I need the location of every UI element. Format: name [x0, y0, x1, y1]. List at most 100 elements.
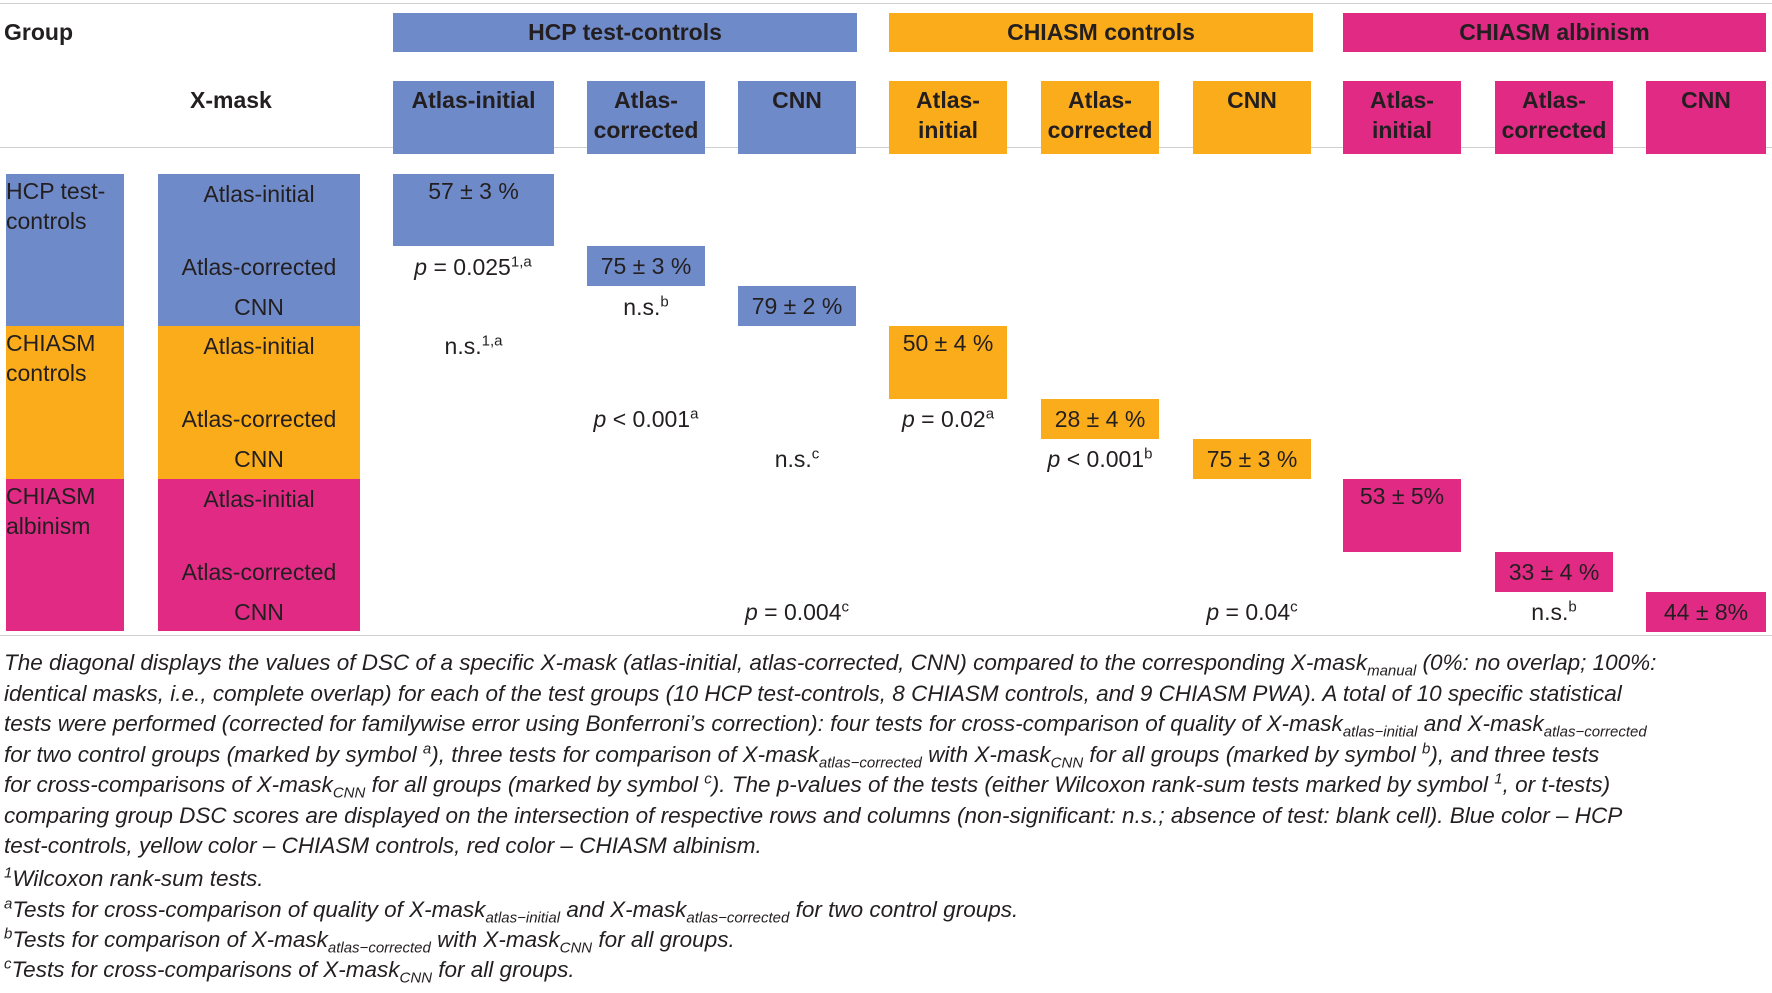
dsc-ch-atlas-corrected: 28 ± 4 %	[1041, 399, 1159, 439]
col-header-label: corrected	[1501, 117, 1607, 143]
p-value: = 0.025	[427, 254, 511, 280]
row-label-alb-cnn: CNN	[234, 599, 284, 625]
row-group-label: CHIASM	[6, 330, 96, 356]
footnote-line: test-controls, yellow color – CHIASM con…	[4, 833, 762, 858]
p-value: n.s.	[623, 294, 661, 320]
pvalue-alb-ac-vs-cnn: n.s.b	[1495, 597, 1613, 627]
row-label-ch-cnn: CNN	[234, 446, 284, 472]
footnote-line: for cross-comparisons of X-maskCNN for a…	[4, 770, 1611, 802]
note-1: 1Wilcoxon rank-sum tests.	[4, 864, 264, 892]
col-header-ch-atlas-initial: Atlas-initial	[889, 81, 1007, 154]
xmask-col-chiasm-albinism	[158, 479, 360, 631]
col-header-label: corrected	[1047, 117, 1153, 143]
row-label-alb-atlas-initial: Atlas-initial	[203, 486, 315, 512]
p-superscript: c	[841, 598, 850, 616]
pvalue-cnn-hcp-vs-alb: p = 0.004c	[712, 597, 882, 627]
p-symbol: p	[744, 599, 758, 625]
row-group-label: CHIASM	[6, 483, 96, 509]
xmask-col-hcp	[158, 174, 360, 326]
note-a: aTests for cross-comparison of quality o…	[4, 895, 1019, 927]
col-header-label: initial	[1371, 117, 1433, 143]
pvalue-cnn-ch-vs-alb: p = 0.04c	[1177, 597, 1327, 627]
footnote-line: The diagonal displays the values of DSC …	[4, 650, 1657, 680]
dsc-alb-atlas-corrected: 33 ± 4 %	[1495, 552, 1613, 592]
col-header-label: corrected	[593, 117, 699, 143]
col-header-alb-atlas-initial: Atlas-initial	[1343, 81, 1461, 154]
row-group-chiasm-controls: CHIASM controls	[6, 326, 124, 479]
dsc-hcp-atlas-corrected: 75 ± 3 %	[587, 246, 705, 286]
footnote-line: identical masks, i.e., complete overlap)…	[4, 680, 1622, 706]
row-group-label: albinism	[6, 513, 91, 539]
col-header-ch-atlas-corrected: Atlas-corrected	[1041, 81, 1159, 154]
p-value: n.s.	[444, 333, 482, 359]
p-superscript: b	[660, 293, 669, 311]
table-top-rule	[0, 3, 1772, 4]
dsc-hcp-cnn: 79 ± 2 %	[738, 286, 856, 326]
p-value: < 0.001	[606, 406, 691, 432]
col-header-hcp-cnn: CNN	[738, 81, 856, 154]
col-header-hcp-atlas-corrected: Atlas-corrected	[587, 81, 705, 154]
p-value: = 0.004	[757, 599, 842, 625]
col-header-label: Atlas-initial	[411, 87, 536, 113]
col-header-label: CNN	[1227, 87, 1277, 113]
p-symbol: p	[901, 406, 915, 432]
col-header-alb-cnn: CNN	[1646, 81, 1766, 154]
col-header-label: CNN	[1681, 87, 1731, 113]
pvalue-ch-ac-vs-cnn: p < 0.001b	[1020, 444, 1180, 474]
xmask-header: X-mask	[190, 87, 272, 113]
p-symbol: p	[593, 406, 607, 432]
p-superscript: c	[811, 445, 820, 463]
col-header-label: Atlas-	[1068, 87, 1132, 113]
pvalue-ai-hcp-vs-ch: n.s.1,a	[393, 331, 554, 361]
dsc-alb-cnn: 44 ± 8%	[1646, 592, 1766, 632]
pvalue-cnn-hcp-vs-ch: n.s.c	[738, 444, 856, 474]
footnote-line: comparing group DSC scores are displayed…	[4, 802, 1623, 828]
dsc-ch-cnn: 75 ± 3 %	[1193, 439, 1311, 479]
p-superscript: 1,a	[481, 332, 503, 350]
note-b: bTests for comparison of X-maskatlas−cor…	[4, 925, 735, 957]
table-footnote: The diagonal displays the values of DSC …	[4, 648, 1768, 862]
p-superscript: b	[1568, 598, 1577, 616]
col-header-ch-cnn: CNN	[1193, 81, 1311, 154]
row-label-hcp-atlas-corrected: Atlas-corrected	[181, 254, 337, 280]
p-value: < 0.001	[1060, 446, 1145, 472]
row-label-ch-atlas-corrected: Atlas-corrected	[181, 406, 337, 432]
row-label-alb-atlas-corrected: Atlas-corrected	[181, 559, 337, 585]
dsc-alb-atlas-initial: 53 ± 5%	[1343, 479, 1461, 552]
col-header-label: Atlas-	[1370, 87, 1434, 113]
row-label-ch-atlas-initial: Atlas-initial	[203, 333, 315, 359]
row-label-hcp-cnn: CNN	[234, 294, 284, 320]
dsc-hcp-atlas-initial: 57 ± 3 %	[393, 174, 554, 246]
p-value: n.s.	[774, 446, 812, 472]
p-value: n.s.	[1531, 599, 1569, 625]
pvalue-hcp-ac-vs-cnn: n.s.b	[587, 292, 705, 322]
p-value: = 0.04	[1219, 599, 1291, 625]
col-header-alb-atlas-corrected: Atlas-corrected	[1495, 81, 1613, 154]
header-bottom-rule	[0, 147, 1772, 148]
p-superscript: c	[1290, 598, 1298, 616]
p-symbol: p	[414, 254, 428, 280]
group-header-chiasm-albinism: CHIASM albinism	[1343, 13, 1766, 52]
row-group-label: controls	[6, 360, 87, 386]
p-superscript: a	[985, 405, 995, 423]
row-group-label: HCP test-	[6, 178, 106, 204]
col-header-label: Atlas-	[916, 87, 980, 113]
dsc-ch-atlas-initial: 50 ± 4 %	[889, 326, 1007, 399]
table-bottom-rule	[0, 635, 1772, 636]
p-symbol: p	[1047, 446, 1061, 472]
row-group-label: controls	[6, 208, 87, 234]
xmask-col-chiasm-controls	[158, 326, 360, 479]
footnote-line: tests were performed (corrected for fami…	[4, 711, 1647, 741]
col-header-label: CNN	[772, 87, 822, 113]
row-label-hcp-atlas-initial: Atlas-initial	[203, 181, 315, 207]
p-symbol: p	[1206, 599, 1220, 625]
pvalue-ch-ai-vs-ac: p = 0.02a	[878, 404, 1018, 434]
col-header-label: Atlas-	[614, 87, 678, 113]
p-superscript: 1,a	[510, 253, 532, 271]
note-c: cTests for cross-comparisons of X-maskCN…	[4, 955, 575, 987]
col-header-label: Atlas-	[1522, 87, 1586, 113]
col-header-hcp-atlas-initial: Atlas-initial	[393, 81, 554, 154]
group-header-chiasm-controls: CHIASM controls	[889, 13, 1313, 52]
p-superscript: a	[690, 405, 699, 423]
pvalue-ac-hcp-vs-ch: p < 0.001a	[566, 404, 726, 434]
